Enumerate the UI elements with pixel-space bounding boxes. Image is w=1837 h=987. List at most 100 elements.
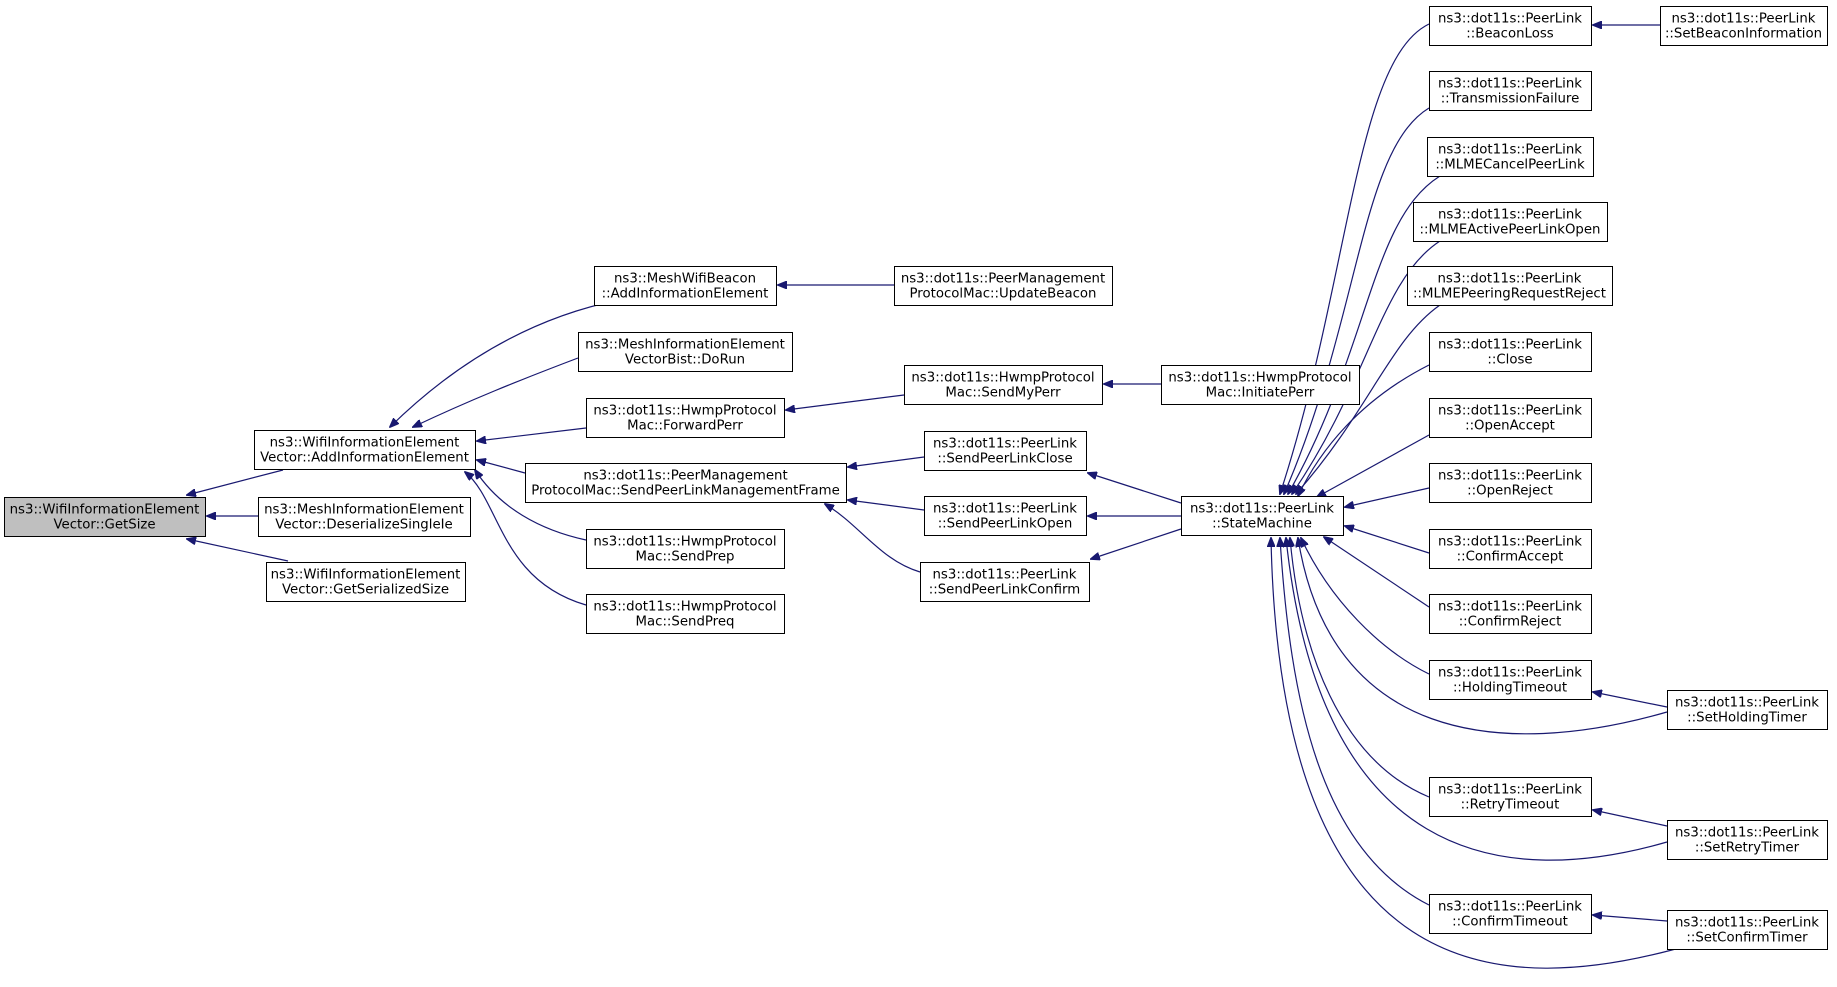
node-label-line: ::BeaconLoss — [1466, 27, 1554, 42]
node-label-line: ::RetryTimeout — [1461, 798, 1560, 813]
edge-mlmereject-to-statemachine — [1296, 304, 1441, 494]
node-box — [904, 365, 1103, 405]
node-label-line: ::SendPeerLinkClose — [937, 452, 1072, 467]
node-label-line: ::SetConfirmTimer — [1686, 931, 1808, 946]
node-sendplmf[interactable]: ns3::dot11s::PeerManagementProtocolMac::… — [525, 463, 847, 503]
node-label-line: ns3::MeshInformationElement — [585, 338, 785, 353]
node-setconfirm[interactable]: ns3::dot11s::PeerLink::SetConfirmTimer — [1667, 910, 1828, 950]
node-label-line: ::TransmissionFailure — [1441, 92, 1580, 107]
node-box — [1667, 910, 1828, 950]
node-box — [258, 497, 471, 537]
node-label-line: Vector::AddInformationElement — [260, 451, 469, 466]
edge-setholding-to-statemachine — [1298, 538, 1668, 735]
node-setbeacon[interactable]: ns3::dot11s::PeerLink::SetBeaconInformat… — [1660, 6, 1828, 46]
node-label-line: ::SetHoldingTimer — [1687, 711, 1807, 726]
node-beaconloss[interactable]: ns3::dot11s::PeerLink::BeaconLoss — [1429, 6, 1592, 46]
node-splconfirm[interactable]: ns3::dot11s::PeerLink::SendPeerLinkConfi… — [920, 562, 1090, 602]
node-box — [1407, 266, 1613, 306]
node-box — [1161, 365, 1360, 405]
edge-setholding-to-holdto — [1593, 692, 1668, 708]
node-box — [1429, 529, 1592, 569]
node-statemachine[interactable]: ns3::dot11s::PeerLink::StateMachine — [1181, 496, 1344, 536]
node-label-line: ::AddInformationElement — [602, 287, 769, 302]
node-box — [1429, 398, 1592, 438]
node-label-line: ns3::dot11s::PeerLink — [1438, 12, 1582, 27]
node-box — [1413, 202, 1608, 242]
node-box — [1429, 463, 1592, 503]
node-box — [1667, 820, 1828, 860]
node-box — [1181, 496, 1344, 536]
node-label-line: ns3::WifiInformationElement — [10, 503, 200, 518]
node-label-line: ns3::dot11s::PeerLink — [1438, 535, 1582, 550]
node-label-line: ns3::dot11s::PeerManagement — [583, 469, 787, 484]
node-getser[interactable]: ns3::WifiInformationElementVector::GetSe… — [266, 562, 466, 602]
edge-setconfirm-to-confirmto — [1593, 915, 1668, 922]
edge-confreject-to-statemachine — [1324, 537, 1430, 608]
node-holdto[interactable]: ns3::dot11s::PeerLink::HoldingTimeout — [1429, 660, 1592, 700]
node-label-line: ns3::dot11s::PeerLink — [1675, 916, 1819, 931]
node-openreject[interactable]: ns3::dot11s::PeerLink::OpenReject — [1429, 463, 1592, 503]
edge-setretry-to-statemachine — [1286, 538, 1668, 861]
node-box — [586, 594, 785, 634]
node-getsize[interactable]: ns3::WifiInformationElementVector::GetSi… — [4, 497, 206, 537]
edge-retryto-to-statemachine — [1290, 538, 1430, 798]
node-splclose[interactable]: ns3::dot11s::PeerLink::SendPeerLinkClose — [924, 431, 1087, 471]
node-label-line: ::ConfirmTimeout — [1452, 915, 1568, 930]
node-box — [1429, 594, 1592, 634]
node-deser[interactable]: ns3::MeshInformationElementVector::Deser… — [258, 497, 471, 537]
node-mlmereject[interactable]: ns3::dot11s::PeerLink::MLMEPeeringReques… — [1407, 266, 1613, 306]
node-label-line: ::ConfirmAccept — [1457, 550, 1564, 565]
edge-sendprep-to-addie — [475, 470, 587, 541]
edge-sendmyperr-to-fwdperr — [786, 394, 905, 410]
node-label-line: ::SendPeerLinkConfirm — [929, 583, 1080, 598]
node-box — [1429, 332, 1592, 372]
node-box — [594, 266, 777, 306]
node-label-line: ::HoldingTimeout — [1453, 681, 1567, 696]
node-setholding[interactable]: ns3::dot11s::PeerLink::SetHoldingTimer — [1667, 690, 1828, 730]
node-box — [920, 562, 1090, 602]
node-updbeacon[interactable]: ns3::dot11s::PeerManagementProtocolMac::… — [894, 266, 1113, 306]
node-mlmeactive[interactable]: ns3::dot11s::PeerLink::MLMEActivePeerLin… — [1413, 202, 1608, 242]
edge-openaccept-to-statemachine — [1317, 434, 1430, 497]
node-openaccept[interactable]: ns3::dot11s::PeerLink::OpenAccept — [1429, 398, 1592, 438]
node-box — [1660, 6, 1828, 46]
node-retryto[interactable]: ns3::dot11s::PeerLink::RetryTimeout — [1429, 777, 1592, 817]
node-label-line: ::OpenAccept — [1465, 419, 1555, 434]
node-confirmto[interactable]: ns3::dot11s::PeerLink::ConfirmTimeout — [1429, 894, 1592, 934]
node-close[interactable]: ns3::dot11s::PeerLink::Close — [1429, 332, 1592, 372]
node-txfail[interactable]: ns3::dot11s::PeerLink::TransmissionFailu… — [1429, 71, 1592, 111]
node-label-line: ns3::dot11s::HwmpProtocol — [1168, 371, 1351, 386]
node-initperr[interactable]: ns3::dot11s::HwmpProtocolMac::InitiatePe… — [1161, 365, 1360, 405]
node-setretry[interactable]: ns3::dot11s::PeerLink::SetRetryTimer — [1667, 820, 1828, 860]
node-meshaddie[interactable]: ns3::MeshWifiBeacon::AddInformationEleme… — [594, 266, 777, 306]
node-label-line: ProtocolMac::UpdateBeacon — [910, 287, 1097, 302]
edge-addie-to-getsize — [187, 469, 284, 495]
node-splopen[interactable]: ns3::dot11s::PeerLink::SendPeerLinkOpen — [924, 496, 1087, 536]
node-confaccept[interactable]: ns3::dot11s::PeerLink::ConfirmAccept — [1429, 529, 1592, 569]
node-fwdperr[interactable]: ns3::dot11s::HwmpProtocolMac::ForwardPer… — [586, 398, 785, 438]
node-box — [1667, 690, 1828, 730]
node-box — [1429, 660, 1592, 700]
node-label-line: ::SetRetryTimer — [1695, 841, 1800, 856]
node-label-line: ns3::dot11s::PeerLink — [1672, 12, 1816, 27]
edge-statemachine-to-splclose — [1088, 473, 1182, 504]
node-box — [924, 431, 1087, 471]
node-box — [1429, 6, 1592, 46]
node-label-line: ns3::dot11s::PeerLink — [1438, 600, 1582, 615]
node-addie[interactable]: ns3::WifiInformationElementVector::AddIn… — [254, 430, 476, 470]
node-label-line: ns3::dot11s::PeerLink — [1190, 502, 1334, 517]
node-box — [578, 332, 793, 372]
node-label-line: ns3::MeshInformationElement — [264, 503, 464, 518]
node-label-line: ns3::dot11s::PeerLink — [933, 568, 1077, 583]
node-label-line: ns3::dot11s::PeerLink — [1438, 666, 1582, 681]
node-mlmecancel[interactable]: ns3::dot11s::PeerLink::MLMECancelPeerLin… — [1427, 137, 1594, 177]
edge-mlmecancel-to-statemachine — [1288, 175, 1441, 494]
node-confreject[interactable]: ns3::dot11s::PeerLink::ConfirmReject — [1429, 594, 1592, 634]
node-box — [266, 562, 466, 602]
node-dorun[interactable]: ns3::MeshInformationElementVectorBist::D… — [578, 332, 793, 372]
node-label-line: ::MLMECancelPeerLink — [1435, 158, 1585, 173]
